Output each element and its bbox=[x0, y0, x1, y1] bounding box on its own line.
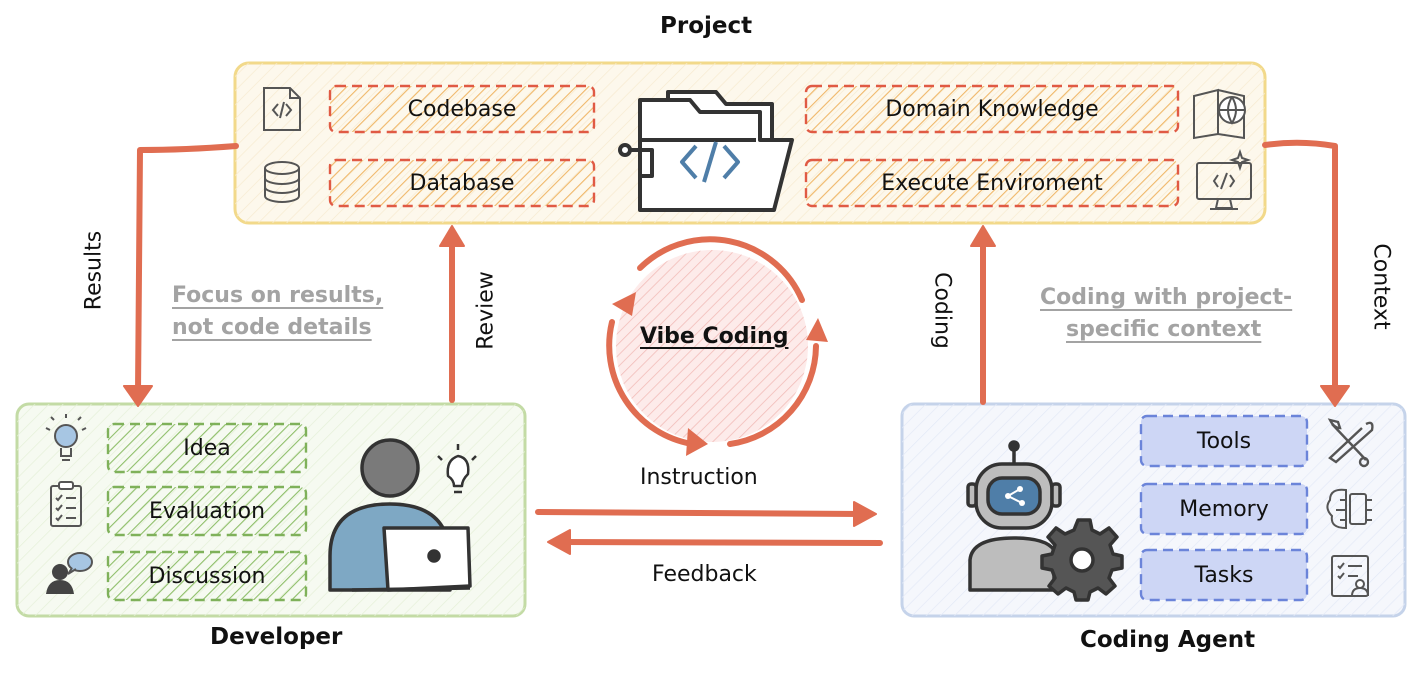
vibe-coding-label: Vibe Coding bbox=[640, 324, 789, 349]
pill-execute-environment bbox=[804, 158, 1180, 208]
pill-domain-knowledge bbox=[804, 84, 1180, 134]
book-globe-icon bbox=[1193, 88, 1246, 140]
context-arrowhead bbox=[1320, 385, 1350, 407]
pill-label-discussion: Discussion bbox=[148, 563, 266, 589]
pill-label-tools: Tools bbox=[1196, 428, 1252, 454]
pill-label-tasks: Tasks bbox=[1194, 562, 1254, 588]
review-label: Review bbox=[473, 271, 499, 350]
pill-discussion bbox=[106, 550, 308, 602]
review-arrowhead bbox=[439, 225, 465, 247]
pill-label-codebase: Codebase bbox=[407, 96, 517, 122]
results-label: Results bbox=[81, 230, 107, 311]
feedback-arrowhead bbox=[547, 529, 571, 555]
pill-tasks bbox=[1139, 548, 1309, 602]
task-list-icon bbox=[1331, 555, 1369, 597]
pill-label-execute-environment: Execute Enviroment bbox=[881, 170, 1103, 196]
instruction-arrow bbox=[535, 509, 865, 517]
discussion-icon bbox=[46, 552, 93, 594]
results-arrowhead bbox=[123, 385, 153, 407]
brain-chip-icon bbox=[1326, 488, 1372, 530]
pill-database bbox=[328, 158, 596, 208]
pill-label-evaluation: Evaluation bbox=[148, 498, 266, 524]
pill-evaluation bbox=[106, 485, 308, 537]
project-title: Project bbox=[660, 13, 753, 39]
pill-codebase bbox=[328, 84, 596, 134]
coding-arrowhead bbox=[970, 225, 996, 247]
results-arrow bbox=[135, 143, 239, 395]
instruction-arrowhead bbox=[853, 501, 877, 527]
lightbulb-icon bbox=[45, 414, 87, 461]
note-right-line-1: Coding with project- bbox=[1040, 285, 1293, 310]
code-file-icon bbox=[263, 87, 301, 131]
robot-gear-icon bbox=[966, 440, 1124, 602]
checklist-icon bbox=[50, 481, 82, 527]
context-label: Context bbox=[1368, 243, 1394, 330]
database-icon bbox=[264, 161, 300, 203]
pill-label-database: Database bbox=[409, 170, 515, 196]
note-right-line-2: specific context bbox=[1066, 317, 1262, 342]
agent-title: Coding Agent bbox=[1080, 627, 1256, 653]
pill-idea bbox=[106, 422, 308, 474]
vibe-coding-cycle bbox=[606, 236, 828, 456]
code-folder-icon bbox=[618, 90, 794, 212]
pill-label-memory: Memory bbox=[1179, 496, 1269, 522]
note-left-line-1: Focus on results, bbox=[172, 283, 384, 308]
instruction-label: Instruction bbox=[640, 465, 758, 490]
pill-memory bbox=[1139, 482, 1309, 536]
pill-label-domain-knowledge: Domain Knowledge bbox=[885, 96, 1099, 122]
developer-title: Developer bbox=[210, 624, 343, 650]
feedback-label: Feedback bbox=[652, 562, 757, 587]
code-monitor-icon bbox=[1196, 148, 1252, 210]
context-arrow bbox=[1262, 139, 1338, 395]
coding-label: Coding bbox=[929, 272, 955, 349]
pill-tools bbox=[1139, 414, 1309, 468]
note-left-line-2: not code details bbox=[172, 315, 372, 340]
feedback-arrow bbox=[559, 539, 883, 546]
developer-laptop-icon bbox=[328, 438, 477, 592]
pill-label-idea: Idea bbox=[183, 435, 231, 461]
tools-icon bbox=[1327, 418, 1374, 468]
